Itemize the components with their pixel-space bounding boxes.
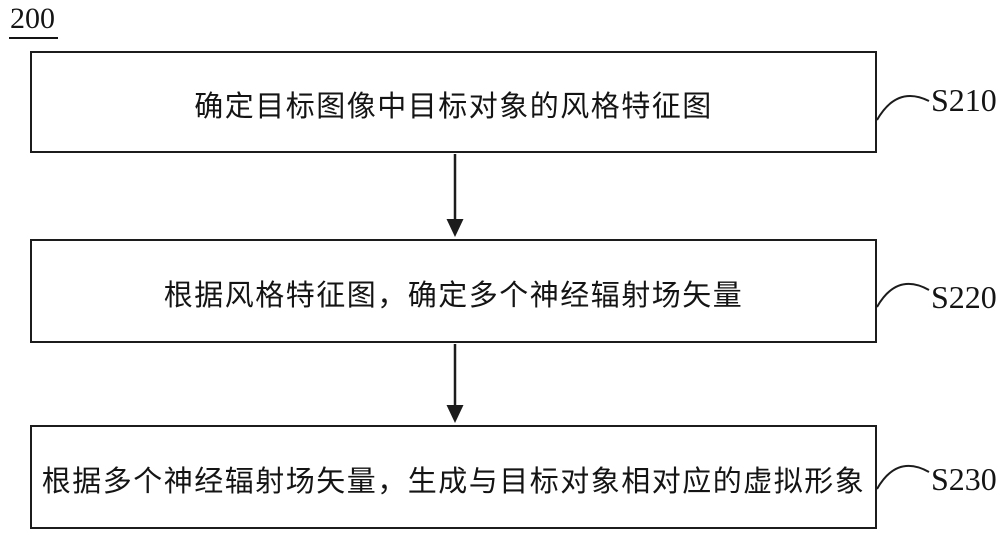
flow-arrow-1 (446, 154, 464, 237)
step-label-s230: S230 (931, 461, 997, 497)
step-label-s220: S220 (931, 279, 997, 315)
label-connector-s220 (876, 282, 930, 308)
step-text-s230: 根据多个神经辐射场矢量，生成与目标对象相对应的虚拟形象 (41, 466, 866, 498)
figure-number: 200 (9, 4, 58, 39)
step-label-s210: S210 (931, 82, 997, 118)
label-connector-s210 (876, 95, 930, 121)
step-box-s230: 根据多个神经辐射场矢量，生成与目标对象相对应的虚拟形象 (30, 425, 877, 529)
flow-arrow-2-head-icon (446, 405, 464, 423)
step-box-s210: 确定目标图像中目标对象的风格特征图 (30, 51, 877, 153)
step-text-s210: 确定目标图像中目标对象的风格特征图 (194, 91, 713, 123)
label-connector-s230 (876, 464, 930, 490)
step-box-s220: 根据风格特征图，确定多个神经辐射场矢量 (30, 239, 877, 343)
step-text-s220: 根据风格特征图，确定多个神经辐射场矢量 (163, 280, 744, 312)
flow-arrow-1-head-icon (446, 219, 464, 237)
flow-arrow-2 (446, 344, 464, 423)
